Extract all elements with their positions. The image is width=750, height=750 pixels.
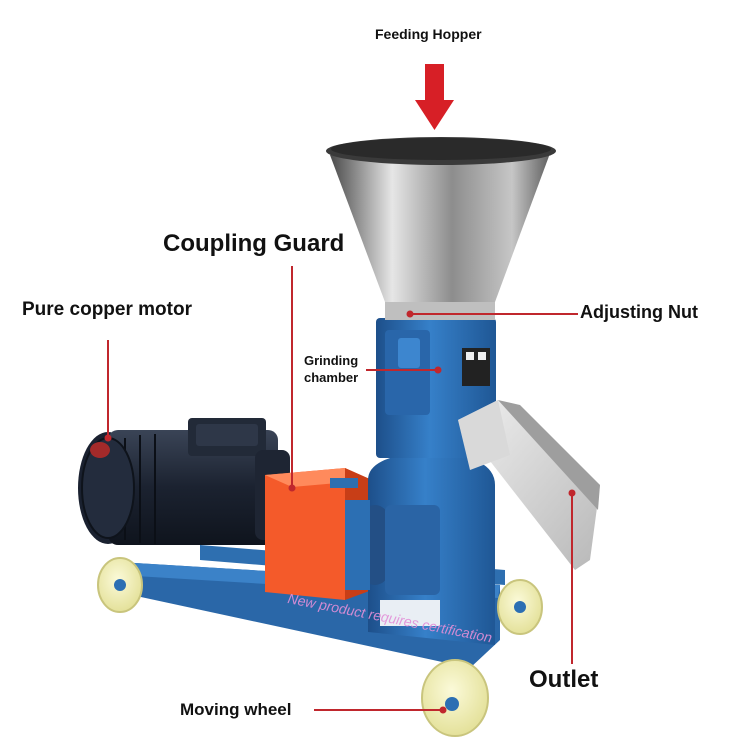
front-right-wheel [421,659,489,737]
rear-wheel [497,579,543,635]
coupling-guard-label: Coupling Guard [163,230,345,257]
outlet-chute [458,400,600,570]
front-left-wheel [97,557,143,613]
feeding-arrow-icon [415,64,454,130]
leader-lines [107,266,578,711]
motor-label: Pure copper motor [22,299,192,320]
feeding-hopper-label: Feeding Hopper [375,26,482,42]
grinding-chamber-label: Grinding chamber [304,353,359,385]
moving-wheel-label: Moving wheel [180,700,292,719]
gearbox [345,452,495,645]
motor [78,418,290,545]
feeding-hopper [326,137,556,320]
adjusting-nut-label: Adjusting Nut [580,302,698,322]
leader-dots [104,310,576,714]
outlet-label: Outlet [529,666,599,693]
